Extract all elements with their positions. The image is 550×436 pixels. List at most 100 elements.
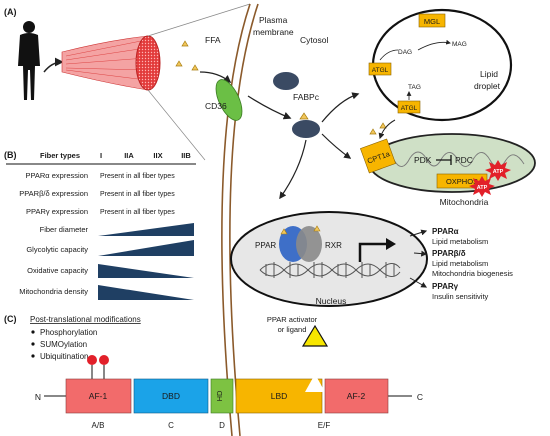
domain-af1-label: AF-1 (89, 391, 108, 401)
panel-c-label: (C) (4, 314, 17, 324)
fiber-type-i: I (100, 151, 102, 160)
ppar-label: PPAR (255, 241, 276, 250)
row-glycolytic-label: Glycolytic capacity (26, 245, 88, 254)
mag-label: MAG (452, 41, 467, 48)
fiber-types-header: Fiber types (40, 151, 80, 160)
plasma-membrane-inner (229, 3, 259, 436)
ligand-pocket (305, 374, 325, 392)
domain-dbd-label: DBD (162, 391, 180, 401)
ptm-item-2: SUMOylation (40, 340, 87, 349)
domain-af2 (324, 378, 389, 414)
rxr-protein (296, 226, 322, 262)
dna-helix (259, 262, 401, 278)
oxphos-label: OXPHOS (446, 177, 478, 186)
arrow-to-muscle (43, 57, 64, 73)
ffa-triangles (175, 40, 199, 71)
tag-label: TAG (408, 84, 421, 91)
mgl-label: MGL (424, 17, 440, 26)
bullet-2 (31, 342, 35, 346)
person-icon (18, 21, 40, 100)
bullet-3 (31, 354, 35, 358)
cd36-transporter (215, 79, 243, 121)
fabpc-ffa-complex (292, 120, 320, 138)
fiber-type-iia: IIA (124, 151, 134, 160)
atp-label-1: ATP (493, 169, 504, 175)
region-c-label: C (168, 421, 174, 430)
target-pparg-title: PPARγ (432, 282, 459, 291)
rxr-label: RXR (325, 241, 342, 250)
wedge-mito-density (98, 285, 194, 300)
nucleus-label: Nucleus (316, 296, 347, 306)
reaction-arc-dag (379, 49, 399, 61)
domain-hd (210, 378, 234, 414)
atp-burst-1 (485, 160, 511, 181)
arrow-to-nucleus (279, 139, 307, 200)
c-terminus-label: C (417, 392, 423, 402)
plasma-membrane-label-1: Plasma (259, 15, 288, 25)
domain-dbd (133, 378, 209, 414)
fiber-type-iix: IIX (153, 151, 162, 160)
target-ppard-title: PPARβ/δ (432, 249, 466, 258)
domain-lbd (235, 378, 323, 414)
ffa-bound (299, 112, 309, 120)
cpt1a-box (360, 138, 396, 174)
target-ppara-line-1: Lipid metabolism (432, 237, 488, 246)
target-pparg-line-1: Insulin sensitivity (432, 292, 489, 301)
pdc-label: PDC (455, 155, 473, 165)
cd36-label: CD36 (205, 101, 227, 111)
row-ppard-value: Present in all fiber types (100, 191, 175, 198)
plasma-membrane-outer (221, 3, 251, 436)
inhibition-symbol (436, 155, 452, 165)
target-ppard-line-2: Mitochondria biogenesis (432, 269, 513, 278)
target-ppara-title: PPARα (432, 227, 459, 236)
ligand-bound (313, 225, 321, 232)
mitochondria-label: Mitochondria (440, 197, 489, 207)
wedge-glycolytic (98, 240, 194, 256)
muscle-fiber-bundle (61, 35, 161, 91)
region-ab-label: A/B (92, 421, 105, 430)
ptm-item-3: Ubiquitination (40, 352, 88, 361)
n-terminus-label: N (35, 392, 41, 402)
fabpc-label: FABPc (293, 92, 320, 102)
phosphorylation-lollipops (87, 355, 109, 379)
target-ppard-line-1: Lipid metabolism (432, 259, 488, 268)
arrow-droplet-to-mito (378, 119, 396, 140)
transcription-arrow-head (386, 238, 396, 250)
reaction-arc-mag (417, 39, 451, 51)
ligand-bound-2 (280, 228, 288, 235)
zoom-line-bottom (147, 89, 206, 161)
domain-hd-label: HD (215, 390, 224, 401)
arrow-ffa-to-cd36 (199, 71, 232, 83)
atgl-enzyme-box-1 (368, 62, 392, 76)
region-ef-label: E/F (318, 421, 331, 430)
row-pparg-value: Present in all fiber types (100, 209, 175, 216)
ffa-label: FFA (205, 35, 221, 45)
domain-lbd-label: LBD (271, 391, 288, 401)
cytosol-label: Cytosol (300, 35, 328, 45)
arrow-target-1 (409, 229, 428, 237)
panel-b-label: (B) (4, 150, 17, 160)
domain-af2-label: AF-2 (347, 391, 366, 401)
arrow-target-2 (413, 250, 428, 257)
arrow-to-lipid-droplet (321, 92, 360, 123)
wedge-fiber-diameter (98, 223, 194, 236)
ligand-triangle (301, 324, 329, 347)
activator-label-2: or ligand (278, 325, 307, 334)
row-ppara-label: PPARα expression (25, 171, 88, 180)
panel-a-label: (A) (4, 7, 17, 17)
row-oxidative-label: Oxidative capacity (27, 266, 88, 275)
nucleus (230, 211, 428, 307)
arrow-to-mitochondria (321, 133, 352, 159)
arrow-target-3 (409, 277, 428, 288)
atgl-label-2: ATGL (401, 105, 418, 112)
row-ppara-value: Present in all fiber types (100, 173, 175, 180)
zoom-line-top (147, 3, 251, 37)
row-pparg-label: PPARγ expression (26, 207, 88, 216)
domain-af1 (65, 378, 132, 414)
row-fiber-diameter-label: Fiber diameter (40, 225, 89, 234)
plasma-membrane-label-2: membrane (253, 27, 294, 37)
row-mito-density-label: Mitochondria density (19, 287, 88, 296)
bullet-1 (31, 330, 35, 334)
